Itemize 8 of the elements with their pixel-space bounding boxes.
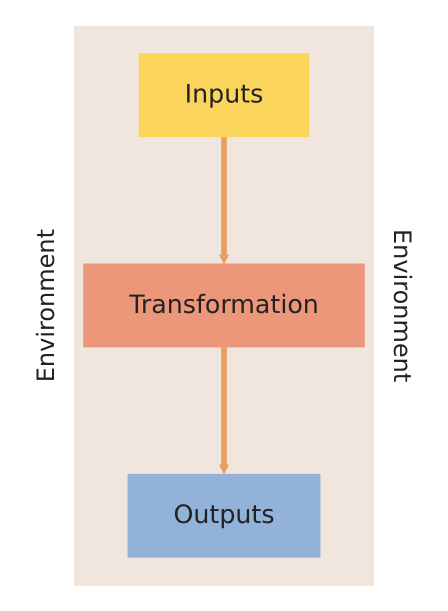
node-box (138, 53, 310, 138)
node-box (128, 474, 320, 558)
arrow (218, 137, 230, 264)
flow-diagram: Inputs Transformation Outputs (74, 44, 374, 567)
node-box (83, 264, 365, 348)
side-label: Environment (388, 228, 416, 382)
arrow (218, 347, 230, 474)
side-label: Environment (32, 228, 60, 382)
